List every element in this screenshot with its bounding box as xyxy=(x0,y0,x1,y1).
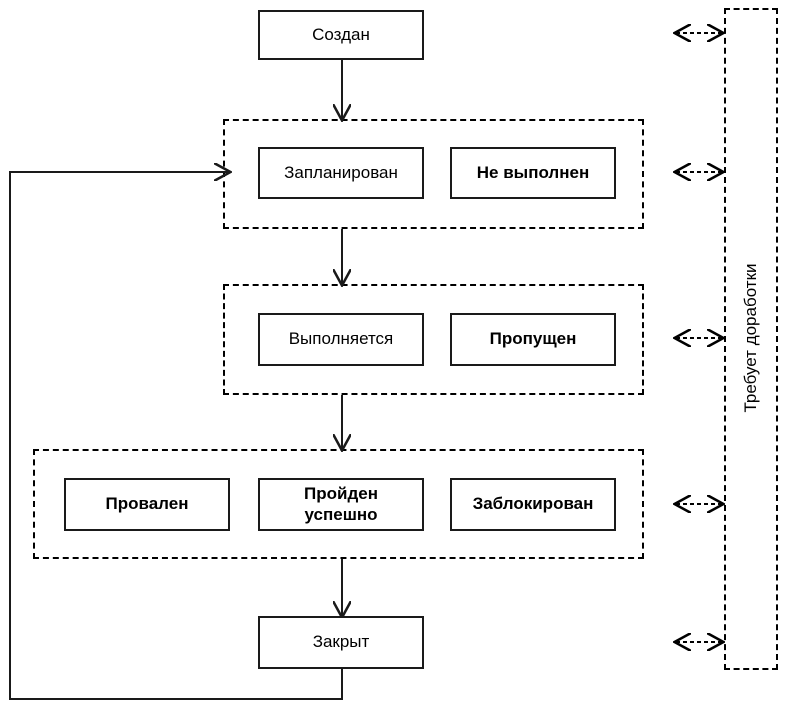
state-skipped[interactable]: Пропущен xyxy=(450,313,616,366)
state-closed[interactable]: Закрыт xyxy=(258,616,424,669)
state-passed-line2: успешно xyxy=(304,504,378,524)
state-planned[interactable]: Запланирован xyxy=(258,147,424,199)
rework-panel-label: Требует доработки xyxy=(741,263,760,413)
rework-panel xyxy=(724,8,778,670)
state-failed[interactable]: Провален xyxy=(64,478,230,531)
state-created[interactable]: Создан xyxy=(258,10,424,60)
state-passed-line1: Пройден xyxy=(304,484,378,504)
state-blocked[interactable]: Заблокирован xyxy=(450,478,616,531)
state-in-progress[interactable]: Выполняется xyxy=(258,313,424,366)
state-not-executed[interactable]: Не выполнен xyxy=(450,147,616,199)
state-passed[interactable]: Пройден успешно xyxy=(258,478,424,531)
